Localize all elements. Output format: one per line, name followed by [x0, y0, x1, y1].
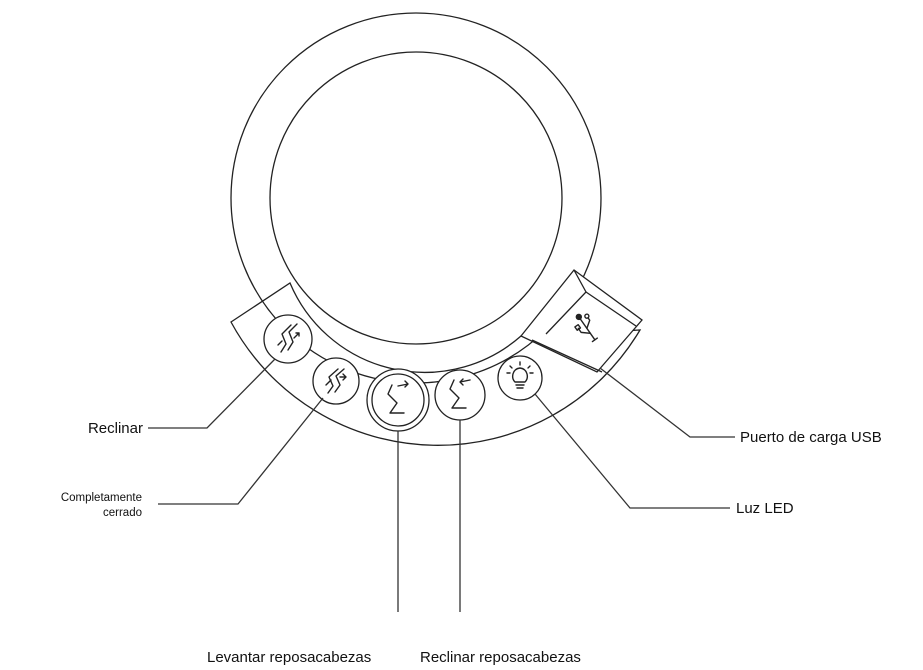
recline-icon: [277, 323, 300, 353]
recline-button[interactable]: [263, 314, 313, 364]
fully-closed-icon: [325, 368, 347, 394]
label-reclinar: Reclinar: [88, 420, 143, 437]
label-puerto-usb: Puerto de carga USB: [740, 429, 882, 446]
label-reclinar-reposacabezas: Reclinar reposacabezas: [420, 649, 581, 666]
headrest-recline-icon: [449, 378, 471, 409]
inner-disc: [269, 51, 563, 345]
button-panel: [230, 282, 642, 446]
leader-luz-led: [534, 393, 730, 509]
fully-closed-button[interactable]: [312, 357, 360, 405]
label-completamente-line2: cerrado: [103, 507, 142, 519]
leader-usb: [599, 367, 735, 438]
headrest-up-button[interactable]: [366, 368, 430, 432]
led-light-button[interactable]: [497, 355, 543, 401]
leader-reclinar: [148, 358, 276, 429]
label-levantar-reposacabezas: Levantar reposacabezas: [207, 649, 371, 666]
leader-completamente: [158, 397, 324, 505]
led-light-icon: [506, 361, 534, 389]
label-luz-led: Luz LED: [736, 500, 794, 517]
headrest-up-icon: [387, 380, 409, 414]
usb-icon: [574, 313, 599, 343]
headrest-recline-button[interactable]: [434, 369, 486, 421]
label-completamente-line1: Completamente: [61, 492, 142, 504]
